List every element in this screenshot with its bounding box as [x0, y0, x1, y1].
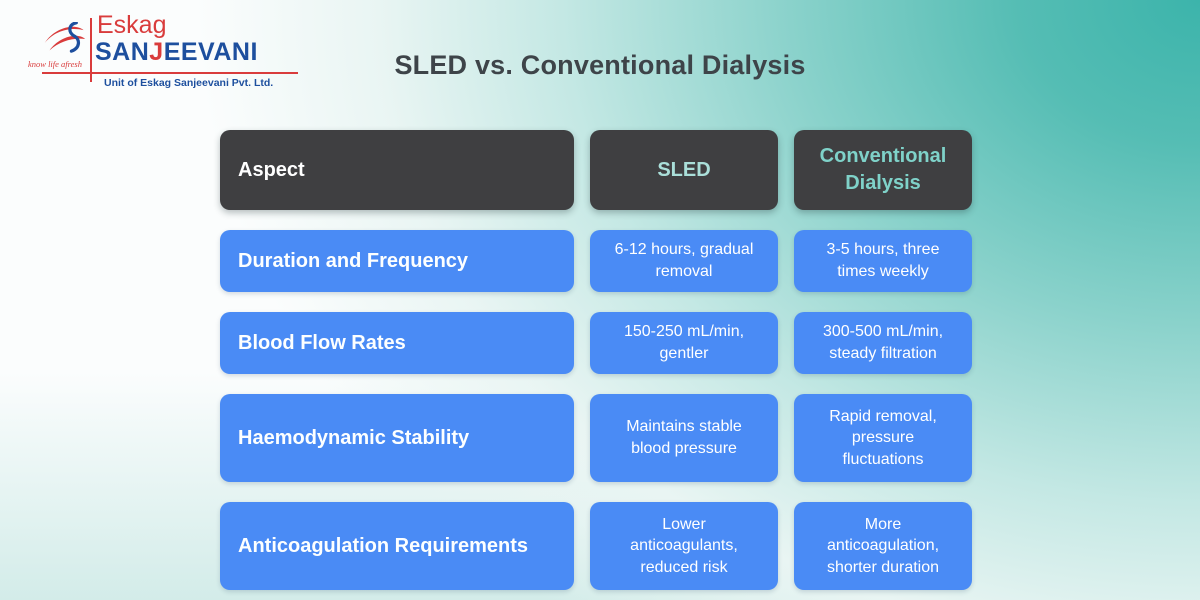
brand-name-eskag: Eskag: [97, 11, 167, 39]
brand-main-part1: SAN: [95, 38, 150, 66]
logo-divider-vertical: [90, 18, 92, 82]
sled-value: 150-250 mL/min, gentler: [623, 323, 745, 362]
conventional-value: More anticoagulation, shorter duration: [826, 515, 940, 576]
sled-value: Maintains stable blood pressure: [626, 418, 742, 457]
bird-wing-top: [44, 26, 84, 44]
column-header-sled: SLED: [590, 130, 778, 210]
aspect-cell-haemodynamic: Haemodynamic Stability: [220, 394, 574, 482]
brand-subtitle: Unit of Eskag Sanjeevani Pvt. Ltd.: [104, 77, 274, 89]
aspect-cell-duration: Duration and Frequency: [220, 230, 574, 292]
aspect-label: Anticoagulation Requirements: [238, 534, 529, 557]
conventional-value: Rapid removal, pressure fluctuations: [829, 407, 937, 468]
sled-value: 6-12 hours, gradual removal: [614, 241, 754, 280]
conventional-value: 300-500 mL/min, steady filtration: [822, 323, 944, 362]
sled-value: Lower anticoagulants, reduced risk: [630, 515, 738, 576]
conventional-cell-anticoagulation: More anticoagulation, shorter duration: [794, 502, 972, 590]
sled-cell-duration: 6-12 hours, gradual removal: [590, 230, 778, 292]
conventional-cell-blood-flow: 300-500 mL/min, steady filtration: [794, 312, 972, 374]
conventional-cell-duration: 3-5 hours, three times weekly: [794, 230, 972, 292]
brand-main-part3: EEVANI: [163, 38, 258, 66]
logo-divider-horizontal: [42, 72, 298, 74]
bird-swoosh-icon: [44, 22, 86, 53]
sled-cell-haemodynamic: Maintains stable blood pressure: [590, 394, 778, 482]
aspect-label: Blood Flow Rates: [238, 331, 406, 354]
column-header-conventional: Conventional Dialysis: [794, 130, 972, 210]
aspect-cell-anticoagulation: Anticoagulation Requirements: [220, 502, 574, 590]
column-header-aspect-label: Aspect: [238, 158, 305, 181]
conventional-value: 3-5 hours, three times weekly: [826, 241, 940, 280]
brand-tagline: know life afresh: [28, 59, 82, 69]
aspect-label: Haemodynamic Stability: [238, 426, 470, 449]
column-header-sled-label: SLED: [657, 158, 711, 181]
comparison-table: Aspect SLED Conventional Dialysis Durati…: [220, 130, 972, 590]
sled-cell-anticoagulation: Lower anticoagulants, reduced risk: [590, 502, 778, 590]
bird-wing-bottom: [49, 35, 86, 51]
conventional-cell-haemodynamic: Rapid removal, pressure fluctuations: [794, 394, 972, 482]
aspect-label: Duration and Frequency: [238, 249, 469, 272]
brand-logo: know life afresh Eskag SANJEEVANI Unit o…: [28, 10, 318, 102]
sled-cell-blood-flow: 150-250 mL/min, gentler: [590, 312, 778, 374]
column-header-conventional-label: Conventional Dialysis: [819, 145, 947, 194]
column-header-aspect: Aspect: [220, 130, 574, 210]
page-title: SLED vs. Conventional Dialysis: [394, 50, 806, 80]
brand-name-sanjeevani: SANJEEVANI: [95, 38, 258, 67]
bird-blue-curve: [68, 22, 81, 53]
aspect-cell-blood-flow: Blood Flow Rates: [220, 312, 574, 374]
brand-main-part2: J: [149, 38, 164, 66]
